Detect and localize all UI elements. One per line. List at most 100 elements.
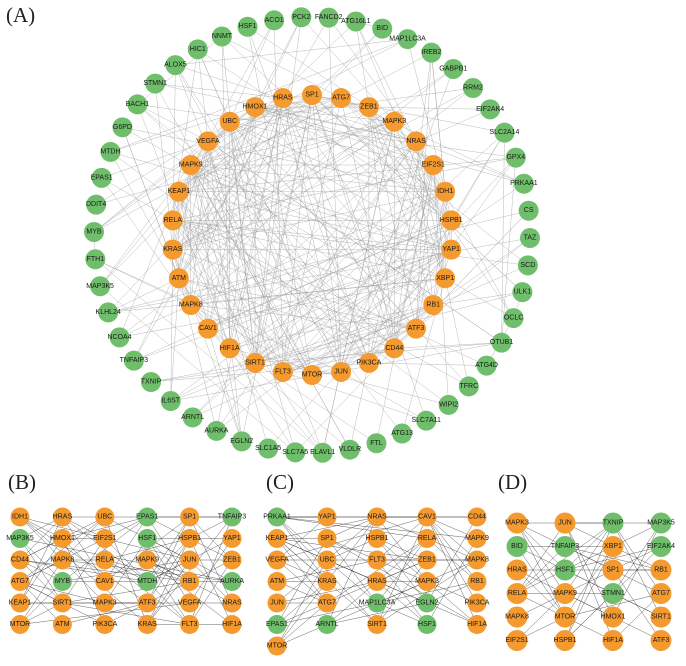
node-label: SLC7A11 <box>412 417 442 424</box>
edge <box>221 36 452 250</box>
node-label: PRKAA1 <box>510 180 538 187</box>
edge <box>19 516 63 561</box>
edge <box>172 220 313 376</box>
node-cd44: CD44 <box>384 338 405 359</box>
node-label: ZEB1 <box>223 557 241 564</box>
edge <box>247 26 313 376</box>
node-label: VEGFA <box>196 138 220 145</box>
node-label: RRM2 <box>463 85 483 92</box>
node-label: KRAS <box>163 246 182 253</box>
node-nnmt: NNMT <box>212 26 233 47</box>
edge <box>501 132 505 343</box>
node-circle <box>517 255 538 276</box>
node-circle <box>180 529 200 548</box>
node-label: SP1 <box>305 92 318 99</box>
node-jun: JUN <box>267 593 287 613</box>
node-label: CAV1 <box>418 514 436 521</box>
node-label: UBC <box>320 557 335 564</box>
edge <box>137 104 209 142</box>
node-circle <box>245 352 266 373</box>
node-il6st: IL6ST <box>160 391 181 412</box>
node-fancd2: FANCD2 <box>315 7 343 28</box>
node-circle <box>267 615 287 634</box>
edge <box>175 38 408 66</box>
node-label: JUN <box>334 368 348 375</box>
node-label: EIF2S1 <box>422 162 445 169</box>
node-tnfaip3: TNFAIP3 <box>551 536 579 557</box>
node-taz: TAZ <box>519 228 540 249</box>
node-circle <box>397 29 418 50</box>
node-circle <box>318 7 339 28</box>
node-circle <box>494 122 515 143</box>
node-circle <box>127 94 148 115</box>
node-circle <box>406 318 427 339</box>
node-pck2: PCK2 <box>291 7 312 28</box>
node-circle <box>267 529 287 548</box>
edge <box>19 559 190 582</box>
node-label: MYB <box>55 578 71 585</box>
node-hif1a: HIF1A <box>219 338 240 359</box>
edge <box>340 97 446 192</box>
node-aurka: AURKA <box>204 420 229 441</box>
node-gpx4: GPX4 <box>505 147 526 168</box>
node-label: MAPK8 <box>465 557 489 564</box>
node-label: TAZ <box>524 235 537 242</box>
edge <box>19 559 63 604</box>
node-circle <box>345 11 366 32</box>
edge <box>326 559 378 604</box>
node-label: ATG13 <box>391 430 413 437</box>
node-circle <box>467 507 487 527</box>
edge <box>190 304 417 329</box>
node-label: HRAS <box>367 578 387 585</box>
edge <box>368 157 516 364</box>
node-circle <box>10 593 30 613</box>
edge <box>175 64 342 373</box>
node-label: IL6ST <box>161 398 180 405</box>
node-circle <box>602 606 624 628</box>
node-kras: KRAS <box>317 572 337 591</box>
edge <box>328 17 342 372</box>
node-label: IREB2 <box>421 49 441 56</box>
edge <box>426 516 478 604</box>
node-mapk3: MAPK3 <box>382 111 406 132</box>
edge <box>190 164 351 450</box>
node-atg13: ATG13 <box>391 423 413 444</box>
node-label: CD44 <box>468 514 486 521</box>
node-circle <box>650 512 672 534</box>
node-label: NCOA4 <box>107 334 131 341</box>
node-circle <box>367 615 387 634</box>
edge <box>101 141 209 179</box>
node-label: RELA <box>164 217 183 224</box>
edge <box>254 183 525 364</box>
node-circle <box>317 550 337 570</box>
node-label: HSPB1 <box>554 637 577 644</box>
edge <box>276 602 378 625</box>
node-circle <box>95 593 115 613</box>
node-hmox1: HMOX1 <box>50 529 75 548</box>
edge <box>254 98 284 363</box>
node-label: IDH1 <box>437 188 453 195</box>
node-label: STMN1 <box>143 80 167 87</box>
node-label: BID <box>376 25 388 32</box>
node-label: MAPK3 <box>93 600 117 607</box>
edge <box>62 581 190 604</box>
edge <box>19 516 63 604</box>
node-label: EIF2S1 <box>93 535 116 542</box>
edge <box>178 17 302 279</box>
node-circle <box>366 433 387 454</box>
node-hsf1: HSF1 <box>237 16 258 37</box>
node-atm: ATM <box>267 572 287 591</box>
edge <box>178 278 395 349</box>
edge <box>147 538 190 604</box>
node-label: SIRT1 <box>245 359 265 366</box>
edge <box>133 17 329 361</box>
node-circle <box>443 58 464 79</box>
edge <box>150 362 369 383</box>
edge <box>147 516 233 625</box>
node-idh1: IDH1 <box>10 507 30 527</box>
edge <box>62 538 105 604</box>
node-circle <box>417 615 437 634</box>
panel-d-nodes: MAPK3BIDHRASRELAMAPK8EIF2S1JUNTNFAIP3HSF… <box>505 512 675 651</box>
node-label: HIF1A <box>603 637 623 644</box>
